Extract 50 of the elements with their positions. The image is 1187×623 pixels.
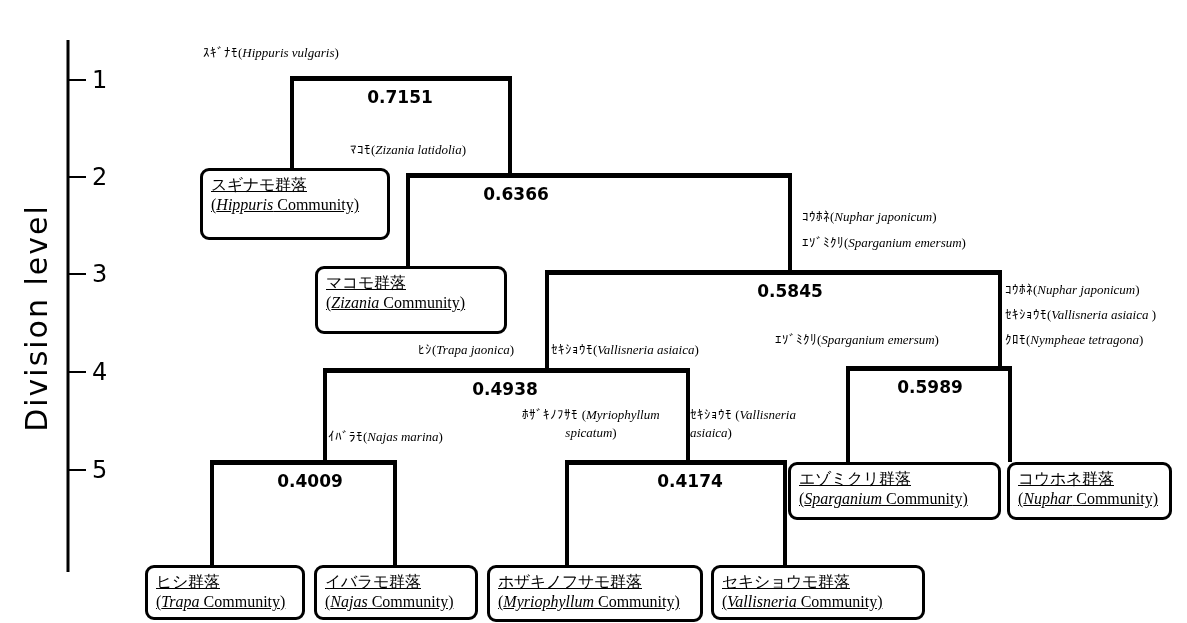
community-scientific-name: (Vallisneria Community) xyxy=(722,592,883,612)
community-name: スギナモ群落 xyxy=(211,175,307,195)
indicator-species: ﾎｻﾞｷﾉﾌｻﾓ (Myriophyllum spicatum) xyxy=(521,406,661,443)
community-scientific-name: (Hippuris Community) xyxy=(211,195,359,215)
community-name: セキショウモ群落 xyxy=(722,572,850,592)
community-name: コウホネ群落 xyxy=(1018,469,1114,489)
community-name: ホザキノフサモ群落 xyxy=(498,572,642,592)
community-scientific-name: (Najas Community) xyxy=(325,592,454,612)
level-number: 1 xyxy=(92,66,108,94)
indicator-species: ｺｳﾎﾈ(Nuphar japonicum) xyxy=(1005,281,1140,299)
community-scientific-name: (Sparganium Community) xyxy=(799,489,968,509)
similarity-value: 0.4009 xyxy=(277,471,343,491)
indicator-species: ｲﾊﾞﾗﾓ(Najas marina) xyxy=(328,428,443,446)
indicator-species: ｾｷｼｮｳﾓ (Vallisneria asiaica) xyxy=(690,406,797,443)
indicator-species: ｺｳﾎﾈ(Nuphar japonicum) xyxy=(802,208,937,226)
community-scientific-name: (Zizania Community) xyxy=(326,293,466,313)
indicator-species: ｴｿﾞﾐｸﾘ(Sparganium emersum) xyxy=(802,234,966,252)
community-box xyxy=(788,462,1001,520)
level-number: 3 xyxy=(92,260,108,288)
indicator-species: ﾏｺﾓ(Zizania latidolia) xyxy=(350,141,466,159)
indicator-species: ﾋｼ(Trapa jaonica) xyxy=(418,341,514,359)
community-box xyxy=(145,565,305,620)
community-name: マコモ群落 xyxy=(326,273,406,293)
community-box xyxy=(200,168,390,240)
similarity-value: 0.4174 xyxy=(657,471,723,491)
level-number: 2 xyxy=(92,163,108,191)
community-box xyxy=(314,565,478,620)
indicator-species: ｽｷﾞﾅﾓ(Hippuris vulgaris) xyxy=(203,44,339,62)
community-name: イバラモ群落 xyxy=(325,572,421,592)
similarity-value: 0.7151 xyxy=(367,87,433,107)
level-number: 4 xyxy=(92,358,108,386)
indicator-species: ｴｿﾞﾐｸﾘ(Sparganium emersum) xyxy=(775,331,939,349)
community-scientific-name: (Myriophyllum Community) xyxy=(498,592,680,612)
indicator-species: ｾｷｼｮｳﾓ(Vallisneria asiaica) xyxy=(551,341,699,359)
community-scientific-name: (Nuphar Community) xyxy=(1018,489,1158,509)
community-name: エゾミクリ群落 xyxy=(799,469,911,489)
similarity-value: 0.5845 xyxy=(757,281,823,301)
similarity-value: 0.4938 xyxy=(472,379,538,399)
indicator-species: ｾｷｼｮｳﾓ(Vallisneria asiaica ) xyxy=(1005,306,1157,324)
indicator-species: ｸﾛﾓ(Nympheae tetragona) xyxy=(1005,331,1144,349)
community-box xyxy=(1007,462,1172,520)
level-number: 5 xyxy=(92,456,108,484)
similarity-value: 0.5989 xyxy=(897,377,963,397)
axis-title: Division level xyxy=(18,204,54,432)
community-name: ヒシ群落 xyxy=(156,572,220,592)
community-scientific-name: (Trapa Community) xyxy=(156,592,286,612)
community-box xyxy=(487,565,703,622)
community-box xyxy=(711,565,925,620)
community-box xyxy=(315,266,507,334)
similarity-value: 0.6366 xyxy=(483,184,549,204)
